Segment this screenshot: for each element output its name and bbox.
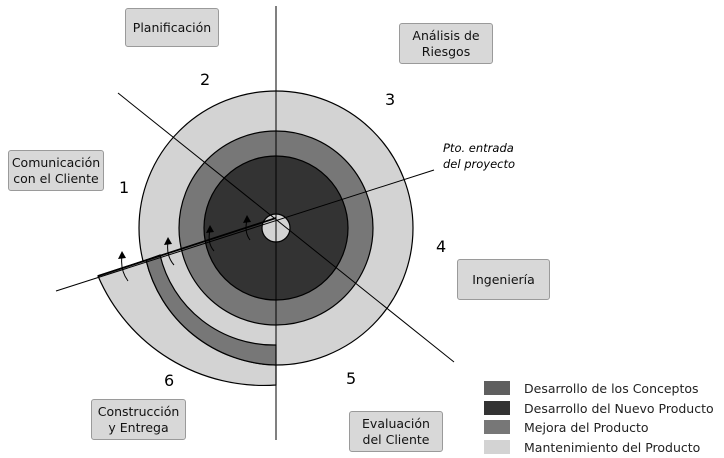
legend-swatch: [484, 440, 510, 454]
legend-label: Desarrollo del Nuevo Producto: [524, 400, 714, 416]
region-construccion-entrega: Construcción y Entrega: [91, 399, 186, 440]
arrowhead-icon: [118, 251, 126, 259]
legend-swatch: [484, 381, 510, 395]
sector-number-3: 3: [385, 90, 396, 109]
legend-item: Desarrollo de los Conceptos: [484, 379, 699, 397]
legend-label: Mejora del Producto: [524, 419, 649, 435]
arrowhead-icon: [164, 237, 172, 245]
legend-swatch: [484, 401, 510, 415]
region-comunicacion-cliente: Comunicación con el Cliente: [8, 150, 104, 191]
region-ingenieria: Ingeniería: [457, 259, 550, 300]
legend-label: Desarrollo de los Conceptos: [524, 380, 699, 396]
region-evaluacion-cliente: Evaluación del Cliente: [349, 411, 443, 452]
region-planificacion: Planificación: [125, 8, 219, 47]
arrowhead-icon: [206, 225, 214, 233]
sector-number-1: 1: [119, 178, 130, 197]
sector-number-4: 4: [436, 237, 447, 256]
legend-label: Mantenimiento del Producto: [524, 439, 701, 455]
legend-item: Desarrollo del Nuevo Producto: [484, 399, 714, 417]
project-entry-point-label: Pto. entrada del proyecto: [443, 141, 516, 171]
arrowhead-icon: [243, 215, 251, 223]
legend-item: Mantenimiento del Producto: [484, 438, 700, 456]
region-analisis-riesgos: Análisis de Riesgos: [399, 23, 493, 64]
sector-number-2: 2: [200, 70, 211, 89]
diagonal-axis-1: [117, 92, 455, 363]
legend-item: Mejora del Producto: [484, 418, 649, 436]
legend-swatch: [484, 420, 510, 434]
sector-number-6: 6: [164, 371, 175, 390]
sector-number-5: 5: [346, 369, 357, 388]
diagonal-axis-2: [55, 169, 435, 292]
